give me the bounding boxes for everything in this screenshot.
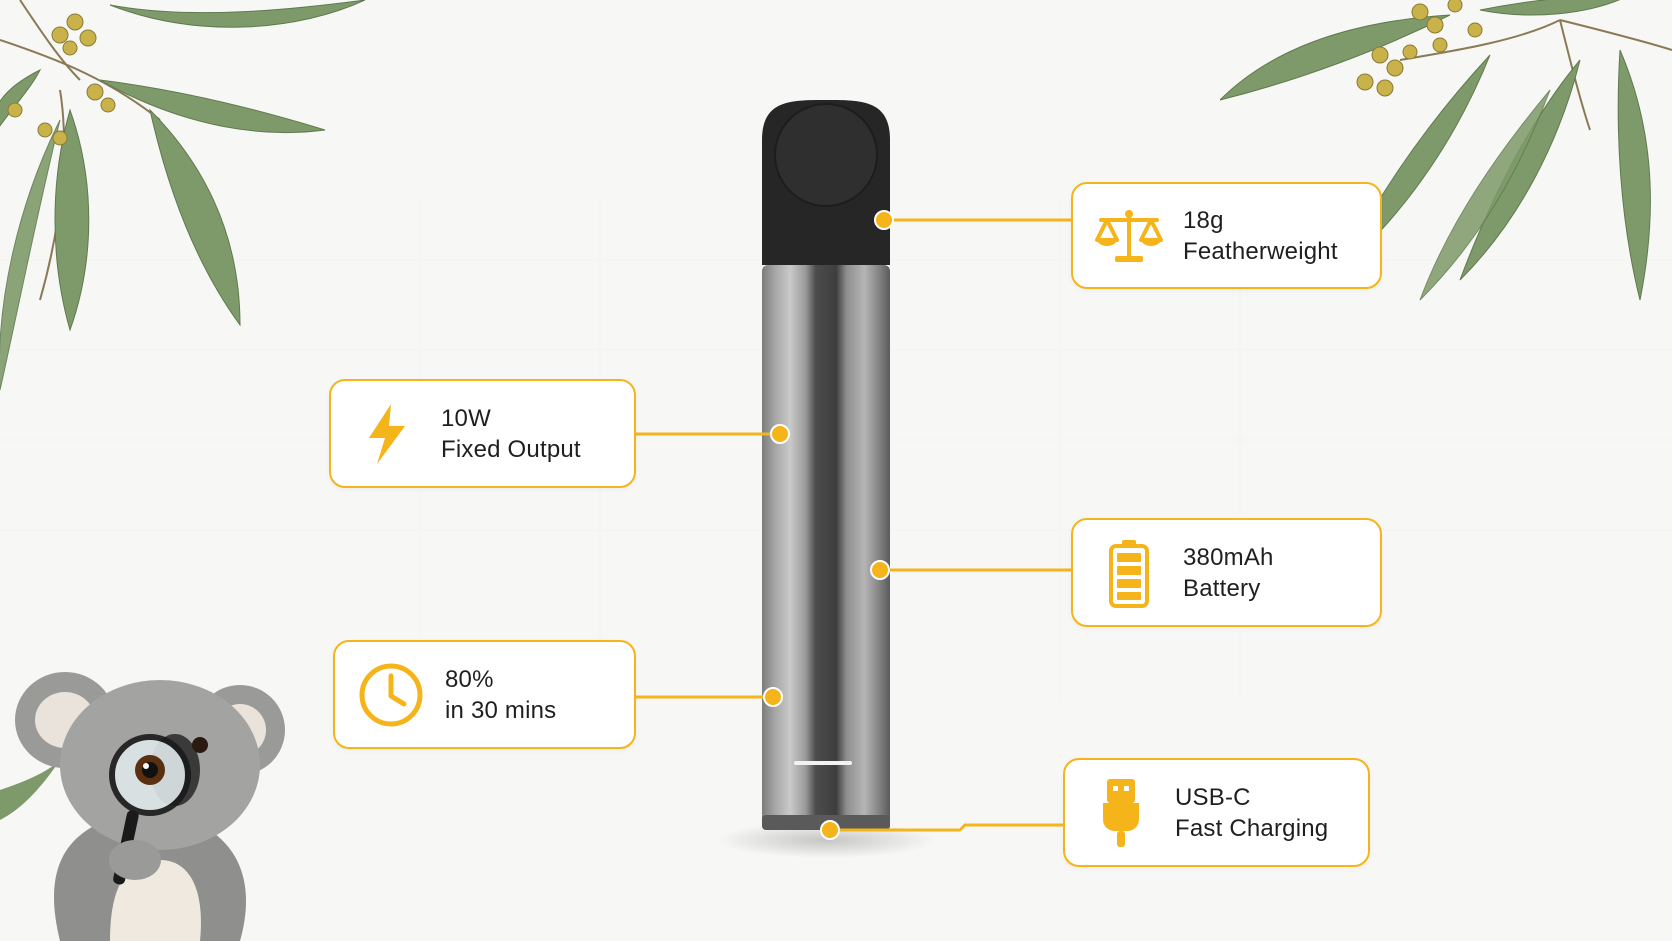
feature-value: 10W (441, 404, 491, 432)
feature-label: Battery (1183, 574, 1261, 602)
feature-value: 18g (1183, 206, 1224, 234)
feature-card-battery: 380mAh Battery (1071, 518, 1382, 627)
connector-dot (770, 424, 790, 444)
scale-icon (1089, 196, 1169, 276)
eucalyptus-branch-top-left (0, 0, 366, 391)
feature-label: in 30 mins (445, 696, 557, 724)
feature-card-charging-port: USB-C Fast Charging (1063, 758, 1370, 867)
feature-label: Featherweight (1183, 237, 1338, 265)
mouthpiece-disc (774, 103, 878, 207)
koala-with-magnifying-glass (0, 672, 285, 941)
usb-c-plug-icon (1081, 773, 1161, 853)
device-body (762, 265, 890, 830)
connector-dot (870, 560, 890, 580)
feature-card-output: 10W Fixed Output (329, 379, 636, 488)
feature-card-weight: 18g Featherweight (1071, 182, 1382, 289)
lightning-bolt-icon (347, 394, 427, 474)
battery-icon (1089, 533, 1169, 613)
feature-value: 380mAh (1183, 543, 1274, 571)
feature-value: 80% (445, 665, 494, 693)
feature-value: USB-C (1175, 783, 1251, 811)
connector-dot (874, 210, 894, 230)
feature-label: Fast Charging (1175, 814, 1329, 842)
feature-label: Fixed Output (441, 435, 581, 463)
connector-dot (820, 820, 840, 840)
feature-card-charge-time: 80% in 30 mins (333, 640, 636, 749)
led-indicator (794, 761, 852, 765)
connector-dot (763, 687, 783, 707)
clock-icon (351, 655, 431, 735)
